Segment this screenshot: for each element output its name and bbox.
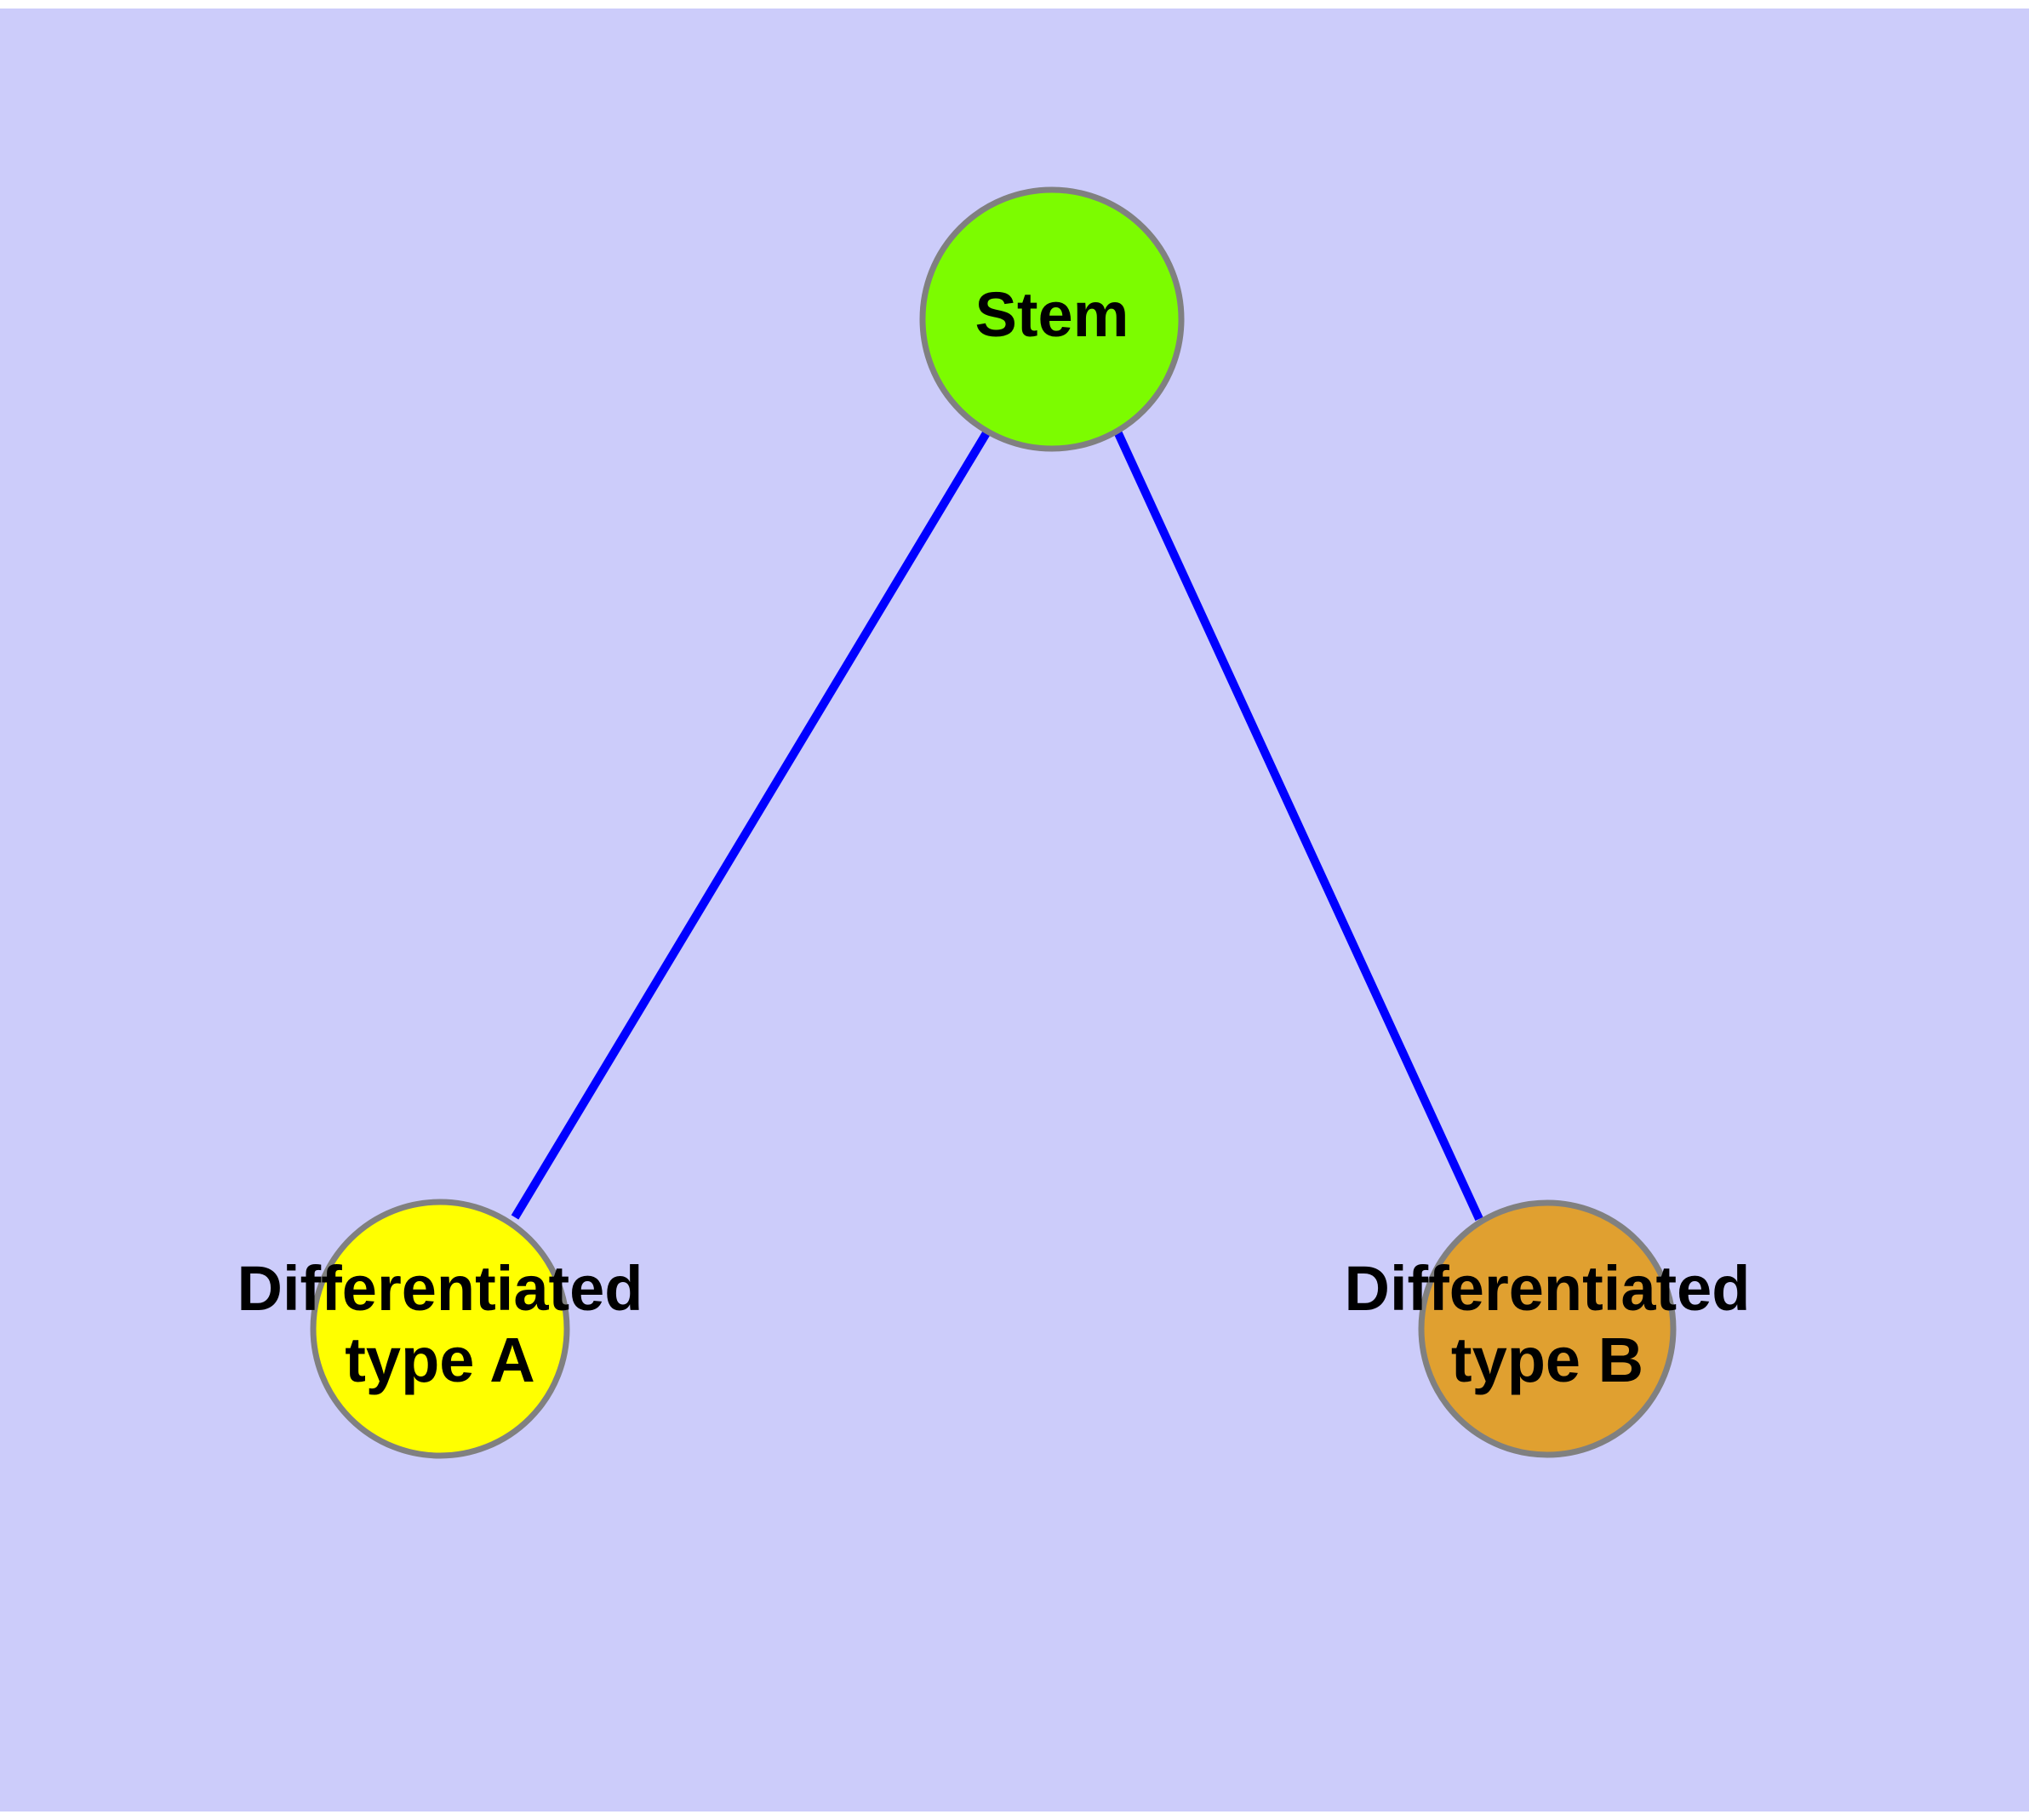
edge-stem-diff_a[interactable] <box>511 429 992 1220</box>
node-label-line: Differentiated <box>1345 1253 1751 1324</box>
edge-stem-diff_b[interactable] <box>1113 429 1483 1222</box>
node-label-stem: Stem <box>975 279 1129 350</box>
node-diff_b[interactable] <box>1418 1199 1677 1458</box>
node-label-line: type B <box>1451 1325 1643 1395</box>
node-label-line: Differentiated <box>237 1253 643 1324</box>
edges-layer <box>511 429 1483 1222</box>
node-diff_a[interactable] <box>310 1199 570 1459</box>
node-stem[interactable] <box>919 186 1185 452</box>
nodes-layer <box>310 186 1677 1459</box>
node-label-line: Stem <box>975 279 1129 350</box>
node-label-line: type A <box>345 1325 534 1395</box>
